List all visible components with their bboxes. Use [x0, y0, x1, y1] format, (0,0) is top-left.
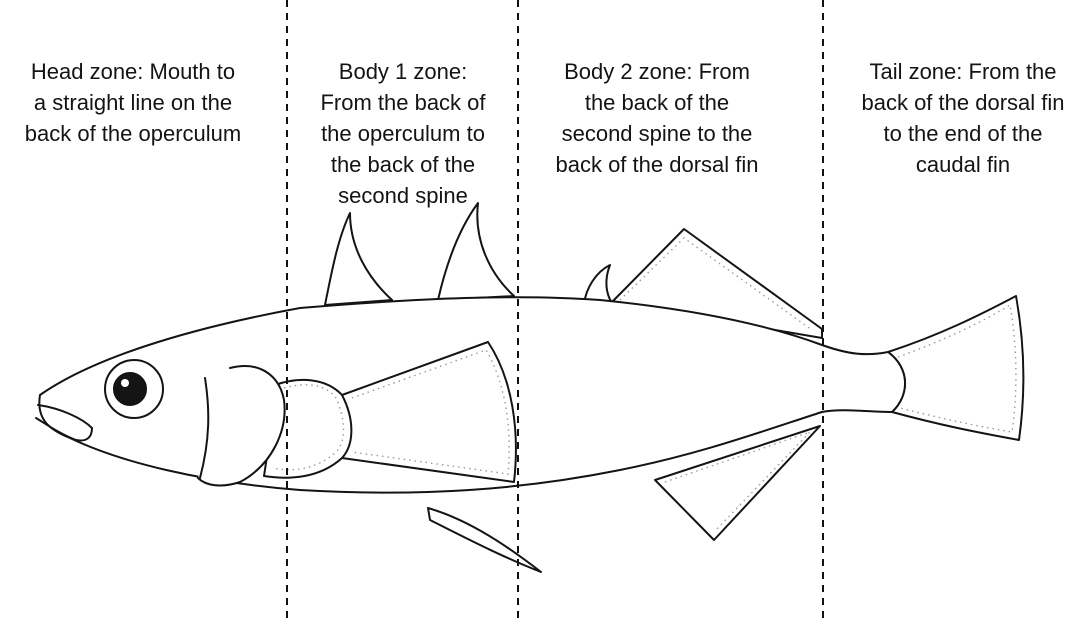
head-zone-line: back of the operculum — [0, 118, 266, 149]
tail-zone-line: Tail zone: From the — [836, 56, 1090, 87]
tail-zone-line: to the end of the — [836, 118, 1090, 149]
body2-zone-label: Body 2 zone: From the back of the second… — [526, 56, 788, 180]
tail-zone-label: Tail zone: From the back of the dorsal f… — [836, 56, 1090, 180]
head-zone-line: a straight line on the — [0, 87, 266, 118]
head-zone-line: Head zone: Mouth to — [0, 56, 266, 87]
body1-zone-line: Body 1 zone: — [296, 56, 510, 87]
body2-zone-line: second spine to the — [526, 118, 788, 149]
body2-zone-line: the back of the — [526, 87, 788, 118]
tail-zone-line: back of the dorsal fin — [836, 87, 1090, 118]
body1-zone-line: From the back of — [296, 87, 510, 118]
pupil — [114, 373, 146, 405]
third-dorsal-spine — [584, 265, 612, 304]
eye-glint — [121, 379, 129, 387]
body1-zone-label: Body 1 zone: From the back of the opercu… — [296, 56, 510, 211]
body1-zone-line: second spine — [296, 180, 510, 211]
body1-zone-line: the operculum to — [296, 118, 510, 149]
body2-zone-line: Body 2 zone: From — [526, 56, 788, 87]
pelvic-spine — [428, 508, 541, 572]
body2-zone-line: back of the dorsal fin — [526, 149, 788, 180]
head-zone-label: Head zone: Mouth to a straight line on t… — [0, 56, 266, 149]
body1-zone-line: the back of the — [296, 149, 510, 180]
tail-zone-line: caudal fin — [836, 149, 1090, 180]
first-dorsal-spine — [325, 213, 392, 305]
second-dorsal-spine — [438, 203, 514, 300]
caudal-fin — [888, 296, 1023, 440]
